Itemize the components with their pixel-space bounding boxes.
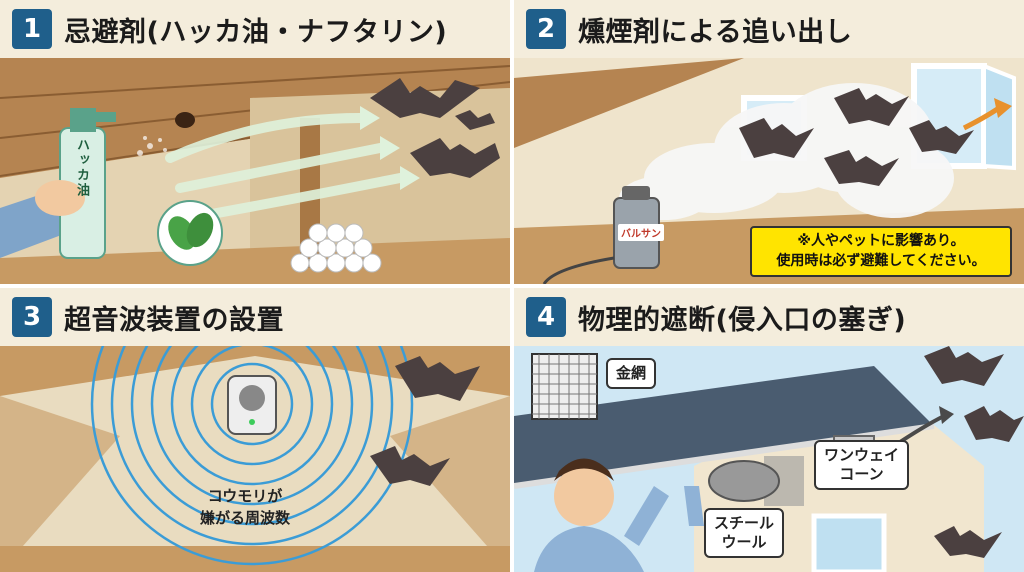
one-way-cone-label: ワンウェイ コーン [814,440,910,490]
panel-1-scene: ハッカ油 [0,58,510,284]
panel-physical-block: 4 物理的遮断(侵入口の塞ぎ) [514,288,1024,572]
steel-wool-label-line-2: ウール [721,532,767,551]
spray-bottle-label: ハッカ油 [74,138,89,198]
horizontal-divider [0,284,1024,288]
panel-2-scene: バルサン ※人やペットに影響あり。 使用時は必ず避難してください。 [514,58,1024,284]
one-way-cone-label-line-1: ワンウェイ [824,446,900,464]
panel-fumigant: 2 燻煙剤による追い出し [514,0,1024,284]
frequency-line-2: 嫌がる周波数 [200,508,291,527]
panel-3-number-badge: 3 [12,297,52,337]
panel-4-scene: 金網 スチール ウール ワンウェイ コーン [514,346,1024,572]
warning-line-2: 使用時は必ず避難してください。 [776,252,986,269]
wire-mesh-label: 金網 [606,358,657,389]
warning-box: ※人やペットに影響あり。 使用時は必ず避難してください。 [750,226,1012,278]
panel-1-header: 1 忌避剤(ハッカ油・ナフタリン) [0,0,510,58]
attic-scene-illustration [0,58,510,284]
fumigant-can-label: バルサン [618,224,664,241]
panel-ultrasonic: 3 超音波装置の設置 [0,288,510,572]
panel-3-scene: コウモリが 嫌がる周波数 [0,346,510,572]
frequency-caption: コウモリが 嫌がる周波数 [200,486,290,530]
steel-wool-label: スチール ウール [704,508,785,558]
steel-wool-label-line-1: スチール [714,514,775,532]
panel-2-number-badge: 2 [526,9,566,49]
panel-4-number-badge: 4 [526,297,566,337]
panel-4-title: 物理的遮断(侵入口の塞ぎ) [578,304,907,336]
frequency-line-1: コウモリが [207,487,283,505]
panel-1-number-badge: 1 [12,9,52,49]
ultrasonic-scene-illustration [0,346,510,572]
panel-3-header: 3 超音波装置の設置 [0,288,510,346]
panel-repellent: 1 忌避剤(ハッカ油・ナフタリン) [0,0,510,284]
one-way-cone-label-line-2: コーン [839,464,884,483]
panel-2-title: 燻煙剤による追い出し [578,16,853,48]
panel-3-title: 超音波装置の設置 [64,304,284,336]
panel-2-header: 2 燻煙剤による追い出し [514,0,1024,58]
panel-4-header: 4 物理的遮断(侵入口の塞ぎ) [514,288,1024,346]
panel-1-title: 忌避剤(ハッカ油・ナフタリン) [64,16,448,48]
warning-line-1: ※人やペットに影響あり。 [797,233,965,249]
